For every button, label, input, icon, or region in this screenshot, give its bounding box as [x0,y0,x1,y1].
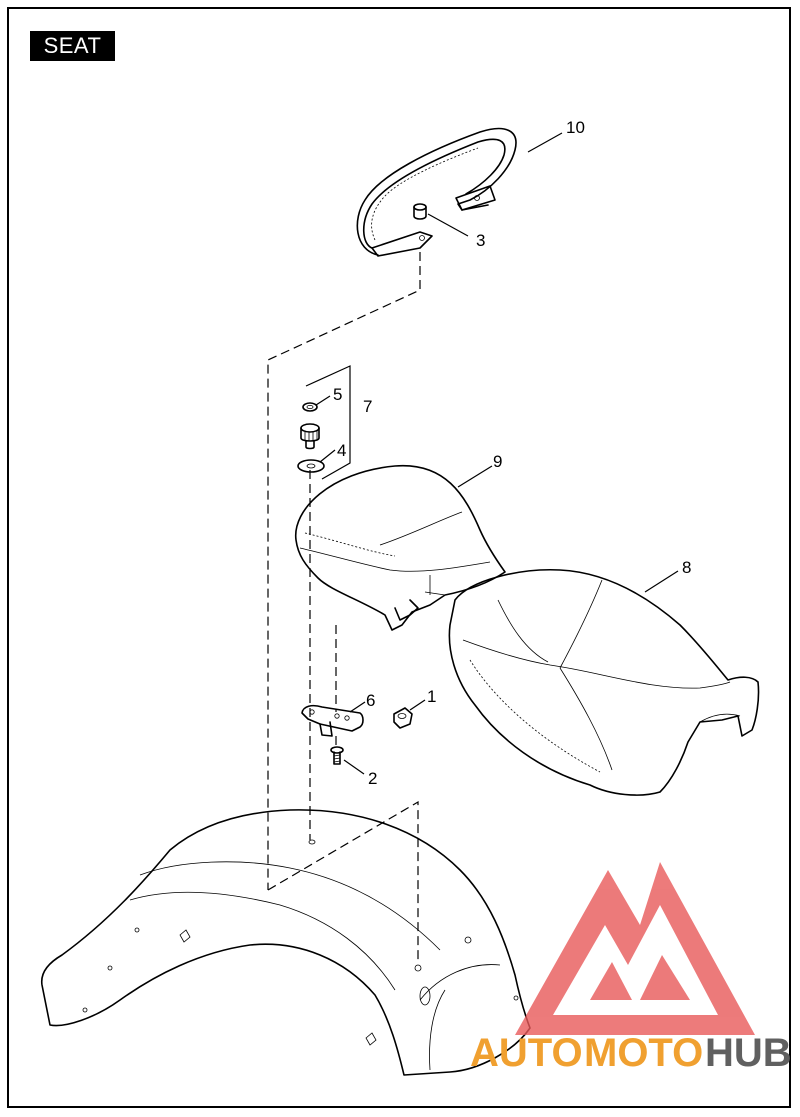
watermark-part-moto: MOTO [584,1031,703,1075]
rear-fender-part [40,809,531,1076]
nut-part [393,707,413,729]
group-bracket-line [305,365,351,480]
callout-10: 10 [566,118,585,137]
leader-lines [315,132,679,775]
watermark-text: AUTO MOTO HUB [470,1031,792,1075]
mounting-plate-part [301,704,364,737]
page-frame [7,7,791,1108]
callout-7: 7 [363,397,372,416]
screw-part [330,746,344,765]
passenger-pillion-part [295,464,506,631]
washer-large-part [297,459,325,473]
watermark-part-auto: AUTO [470,1031,583,1075]
callout-1: 1 [427,687,436,706]
assembly-lines [267,252,421,962]
callout-8: 8 [682,558,691,577]
section-title: SEAT [30,31,115,61]
callout-5: 5 [333,385,342,404]
grab-strap-part [356,127,517,257]
watermark-part-hub: HUB [705,1031,792,1075]
callout-2: 2 [368,769,377,788]
callout-3: 3 [476,231,485,250]
callout-4: 4 [337,441,346,460]
callout-6: 6 [366,691,375,710]
callout-9: 9 [493,452,502,471]
stud-knob-part [413,203,427,220]
watermark-logo [515,862,755,1035]
washer-small-part [302,402,318,412]
knurled-nut-part [300,423,320,450]
rider-seat-part [448,568,760,796]
